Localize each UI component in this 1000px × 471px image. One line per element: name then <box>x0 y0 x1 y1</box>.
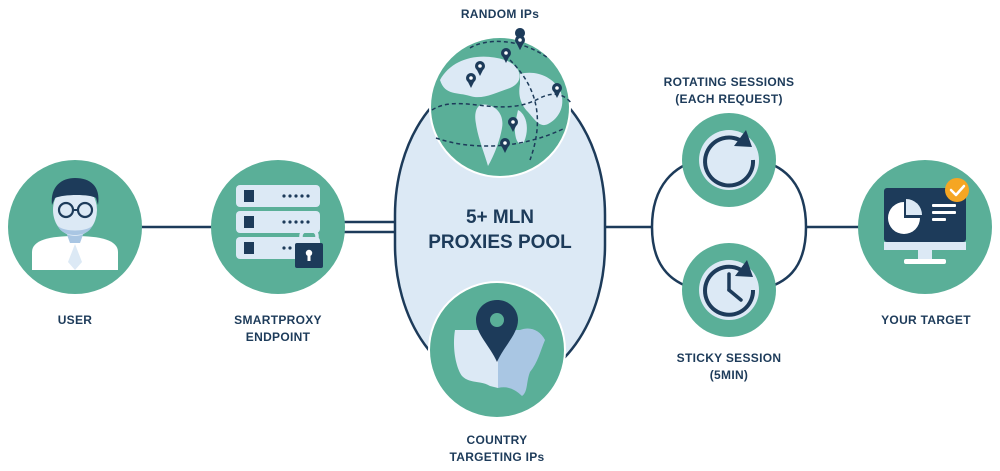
rotating-node <box>682 113 776 207</box>
target-label-text: YOUR TARGET <box>881 313 971 327</box>
rotate-icon <box>699 130 759 190</box>
endpoint-label: SMARTPROXY ENDPOINT <box>208 312 348 346</box>
user-icon <box>32 178 118 270</box>
endpoint-label-line1: SMARTPROXY <box>234 313 322 327</box>
country-label-line2: TARGETING IPs <box>449 450 545 464</box>
country-targeting-node <box>428 281 566 419</box>
check-badge-icon <box>945 178 969 202</box>
user-label-text: USER <box>57 313 93 327</box>
user-node <box>8 160 142 294</box>
pool-label: 5+ MLN PROXIES POOL <box>400 205 600 255</box>
globe-pins-icon <box>431 28 573 166</box>
random-ips-label-text: RANDOM IPs <box>460 7 540 21</box>
sticky-label-line2: (5MIN) <box>709 368 749 382</box>
rotating-label: ROTATING SESSIONS (EACH REQUEST) <box>649 74 809 108</box>
country-targeting-label: COUNTRY TARGETING IPs <box>422 432 572 466</box>
rotating-label-line1: ROTATING SESSIONS <box>663 75 795 89</box>
user-label: USER <box>28 312 122 329</box>
target-node <box>858 160 992 294</box>
random-ips-node <box>429 28 573 178</box>
endpoint-node <box>211 160 345 294</box>
endpoint-label-line2: ENDPOINT <box>245 330 311 344</box>
sticky-label: STICKY SESSION (5MIN) <box>649 350 809 384</box>
server-lock-icon <box>236 185 323 268</box>
monitor-chart-icon <box>884 178 969 264</box>
target-label: YOUR TARGET <box>868 312 984 329</box>
random-ips-label: RANDOM IPs <box>425 6 575 23</box>
sticky-label-line1: STICKY SESSION <box>676 351 782 365</box>
sticky-node <box>682 243 776 337</box>
country-map-pin-icon <box>453 300 545 396</box>
clock-icon <box>699 260 759 320</box>
pool-label-line2: PROXIES POOL <box>428 232 572 253</box>
pool-label-line1: 5+ MLN <box>465 207 535 228</box>
country-label-line1: COUNTRY <box>466 433 528 447</box>
rotating-label-line2: (EACH REQUEST) <box>675 92 783 106</box>
